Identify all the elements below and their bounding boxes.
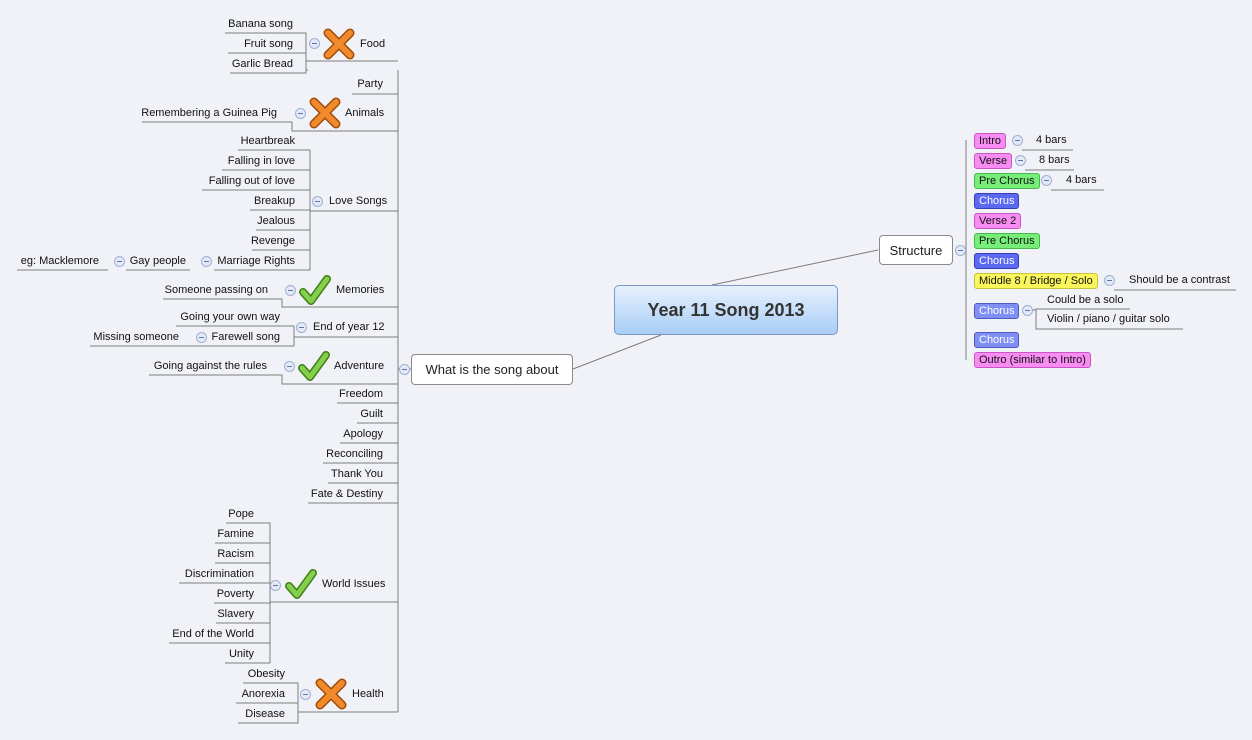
collapse-icon[interactable]	[285, 285, 296, 296]
collapse-icon[interactable]	[1015, 155, 1026, 166]
collapse-icon[interactable]	[955, 245, 966, 256]
topic-health[interactable]: Health	[352, 688, 384, 700]
topic-world-issues[interactable]: World Issues	[322, 578, 386, 590]
topic-thank-you[interactable]: Thank You	[331, 468, 383, 480]
subtopic-macklemore[interactable]: eg: Macklemore	[20, 255, 99, 267]
subtopic-obesity[interactable]: Obesity	[247, 668, 285, 680]
verse-bars[interactable]: 8 bars	[1039, 154, 1070, 166]
subtopic-missing-someone[interactable]: Missing someone	[93, 331, 179, 343]
subtopic-jealous[interactable]: Jealous	[257, 215, 295, 227]
topic-structure[interactable]: Structure	[879, 235, 953, 265]
subtopic-racism[interactable]: Racism	[217, 548, 254, 560]
subtopic-going-your-own-way[interactable]: Going your own way	[180, 311, 280, 323]
subtopic-fruit-song[interactable]: Fruit song	[244, 38, 293, 50]
topic-reconciling[interactable]: Reconciling	[326, 448, 383, 460]
collapse-icon[interactable]	[1104, 275, 1115, 286]
collapse-icon[interactable]	[399, 364, 410, 375]
subtopic-marriage-rights[interactable]: Marriage Rights	[217, 255, 295, 267]
intro-bars[interactable]: 4 bars	[1036, 134, 1067, 146]
topic-party[interactable]: Party	[357, 78, 383, 90]
collapse-icon[interactable]	[1022, 305, 1033, 316]
cross-icon	[315, 678, 347, 710]
structure-intro[interactable]: Intro	[974, 133, 1007, 149]
subtopic-end-of-world[interactable]: End of the World	[172, 628, 254, 640]
collapse-icon[interactable]	[201, 256, 212, 267]
collapse-icon[interactable]	[309, 38, 320, 49]
subtopic-unity[interactable]: Unity	[228, 648, 254, 660]
collapse-icon[interactable]	[312, 196, 323, 207]
subtopic-famine[interactable]: Famine	[217, 528, 254, 540]
subtopic-falling-out-of-love[interactable]: Falling out of love	[208, 175, 295, 187]
subtopic-going-against-rules[interactable]: Going against the rules	[153, 360, 267, 372]
collapse-icon[interactable]	[300, 689, 311, 700]
collapse-icon[interactable]	[295, 108, 306, 119]
topic-song-about-label: What is the song about	[425, 362, 559, 377]
topic-animals[interactable]: Animals	[345, 107, 385, 119]
subtopic-discrimination[interactable]: Discrimination	[184, 568, 254, 580]
collapse-icon[interactable]	[196, 332, 207, 343]
structure-verse[interactable]: Verse	[974, 153, 1013, 169]
check-icon	[298, 351, 330, 381]
topic-memories[interactable]: Memories	[336, 284, 385, 296]
chorus-solo-note[interactable]: Could be a solo	[1047, 294, 1124, 306]
central-topic[interactable]: Year 11 Song 2013	[614, 285, 838, 335]
topic-freedom[interactable]: Freedom	[338, 388, 383, 400]
collapse-icon[interactable]	[270, 580, 281, 591]
structure-middle-8[interactable]: Middle 8 / Bridge / Solo	[974, 273, 1098, 289]
structure-chorus-3[interactable]: Chorus	[974, 303, 1020, 319]
subtopic-gay-people[interactable]: Gay people	[129, 255, 186, 267]
topic-adventure[interactable]: Adventure	[334, 360, 385, 372]
topic-apology[interactable]: Apology	[343, 428, 383, 440]
collapse-icon[interactable]	[114, 256, 125, 267]
topic-guilt[interactable]: Guilt	[360, 408, 383, 420]
structure-outro[interactable]: Outro (similar to Intro)	[974, 352, 1091, 368]
cross-icon	[309, 97, 341, 129]
subtopic-garlic-bread[interactable]: Garlic Bread	[231, 58, 293, 70]
structure-chorus-4[interactable]: Chorus	[974, 332, 1020, 348]
topic-love-songs[interactable]: Love Songs	[329, 195, 388, 207]
chorus-instruments[interactable]: Violin / piano / guitar solo	[1047, 313, 1170, 325]
subtopic-heartbreak[interactable]: Heartbreak	[240, 135, 295, 147]
middle-8-note[interactable]: Should be a contrast	[1129, 274, 1230, 286]
check-icon	[285, 569, 317, 599]
pre-chorus-bars[interactable]: 4 bars	[1066, 174, 1097, 186]
topic-song-about[interactable]: What is the song about	[411, 354, 573, 385]
structure-verse-2[interactable]: Verse 2	[974, 213, 1022, 229]
topic-structure-label: Structure	[889, 242, 943, 258]
subtopic-anorexia[interactable]: Anorexia	[241, 688, 285, 700]
subtopic-slavery[interactable]: Slavery	[217, 608, 254, 620]
collapse-icon[interactable]	[284, 361, 295, 372]
subtopic-breakup[interactable]: Breakup	[254, 195, 295, 207]
subtopic-pope[interactable]: Pope	[228, 508, 254, 520]
topic-end-of-year-12[interactable]: End of year 12	[313, 321, 385, 333]
subtopic-revenge[interactable]: Revenge	[250, 235, 295, 247]
topic-food[interactable]: Food	[360, 38, 386, 50]
subtopic-farewell-song[interactable]: Farewell song	[211, 331, 280, 343]
structure-chorus[interactable]: Chorus	[974, 193, 1020, 209]
structure-pre-chorus-2[interactable]: Pre Chorus	[974, 233, 1040, 249]
subtopic-disease[interactable]: Disease	[245, 708, 285, 720]
cross-icon	[323, 28, 355, 60]
structure-chorus-2[interactable]: Chorus	[974, 253, 1020, 269]
collapse-icon[interactable]	[296, 322, 307, 333]
subtopic-guinea-pig[interactable]: Remembering a Guinea Pig	[141, 107, 277, 119]
subtopic-someone-passing-on[interactable]: Someone passing on	[164, 284, 268, 296]
subtopic-poverty[interactable]: Poverty	[216, 588, 254, 600]
central-topic-title: Year 11 Song 2013	[647, 299, 805, 320]
collapse-icon[interactable]	[1041, 175, 1052, 186]
check-icon	[299, 275, 331, 305]
topic-fate-destiny[interactable]: Fate & Destiny	[310, 488, 383, 500]
structure-pre-chorus[interactable]: Pre Chorus	[974, 173, 1040, 189]
subtopic-banana-song[interactable]: Banana song	[228, 18, 293, 30]
collapse-icon[interactable]	[1012, 135, 1023, 146]
subtopic-falling-in-love[interactable]: Falling in love	[227, 155, 295, 167]
